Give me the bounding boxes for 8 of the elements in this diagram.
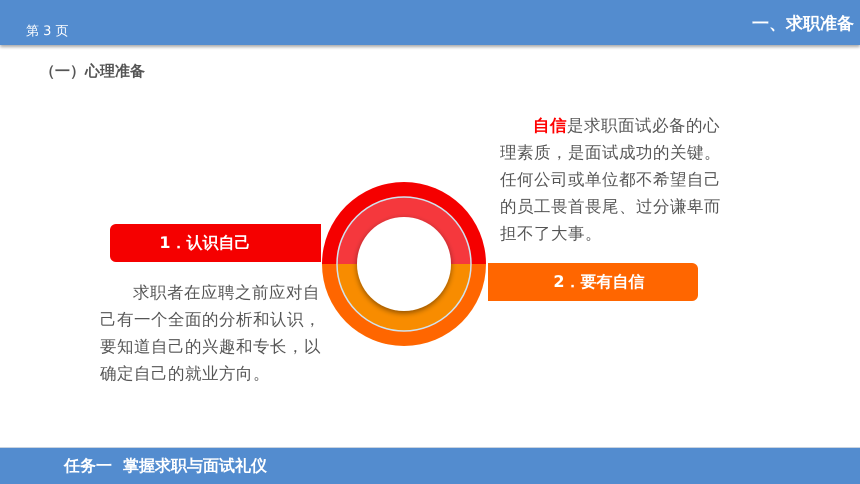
label-bar: 2．要有自信 [488,263,698,301]
section-heading: 一、求职准备 [752,13,854,35]
footer-title: 任务一 掌握求职与面试礼仪 [64,456,268,477]
label-bar: 1．认识自己 [110,224,321,262]
page-number: 第 3 页 [26,23,69,40]
description-text: 求职者在应聘之前应对自己有一个全面的分析和认识，要知道自己的兴趣和专长，以确定自己的就业方向。 [100,282,322,385]
description-text: 自信是求职面试必备的心理素质，是面试成功的关键。任何公司或单位都不希望自己的员工畏首畏尾、过分谦卑而担不了大事。 [500,115,722,245]
subsection-title: （一）心理准备 [40,62,145,81]
